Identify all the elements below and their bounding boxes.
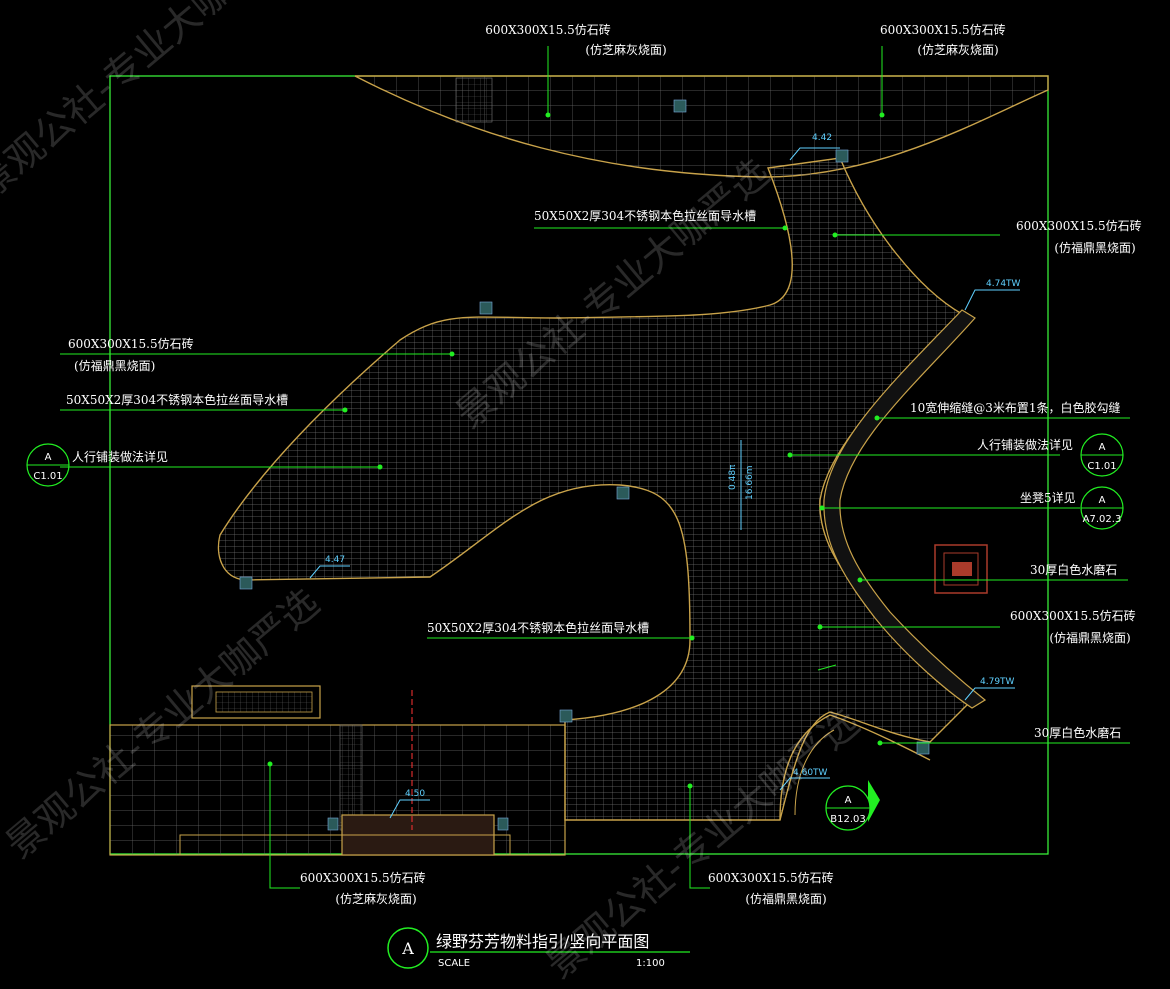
svg-text:景观公社-专业大咖严选: 景观公社-专业大咖严选 [0, 0, 297, 207]
callout-drain-top: 50X50X2厚304不锈钢本色拉丝面导水槽 [534, 208, 756, 223]
ref-bubble-paving-left[interactable]: A C1.01 [26, 443, 70, 487]
ref-bubble-paving-right[interactable]: A C1.01 [1080, 433, 1124, 477]
callout-drain-left: 50X50X2厚304不锈钢本色拉丝面导水槽 [66, 392, 288, 407]
callout-joint: 10宽伸缩缝@3米布置1条，白色胶勾缝 [910, 400, 1121, 415]
dimension-b: 16.66m [745, 465, 755, 500]
callout-upper-right-2: (仿福鼎黑烧面) [1054, 240, 1135, 255]
terrazzo-strip [823, 309, 987, 709]
callout-bottom-left-1: 600X300X15.5仿石砖 [300, 870, 426, 885]
callout-mid-right-1: 600X300X15.5仿石砖 [1010, 608, 1136, 623]
seat-symbol [934, 544, 988, 594]
dimension-a: 0.48π [728, 464, 738, 490]
top-paving-inlay [455, 77, 493, 123]
elev-474: 4.74TW [986, 279, 1021, 289]
drawing-title: 绿野芬芳物料指引/竖向平面图 [436, 932, 649, 951]
elev-479: 4.79TW [980, 677, 1015, 687]
scale-label: SCALE [438, 958, 470, 969]
bench-inner [215, 691, 313, 713]
callout-seat: 坐凳5详见 [1020, 490, 1076, 505]
seat-symbol-core [952, 562, 972, 576]
callout-bottom-right-2: (仿福鼎黑烧面) [745, 891, 826, 906]
callout-paving-right: 人行铺装做法详见 [977, 437, 1073, 452]
svg-text:A: A [1099, 495, 1106, 506]
svg-text:C1.01: C1.01 [33, 471, 62, 482]
svg-text:B12.03: B12.03 [830, 814, 866, 825]
lower-arc-inner [794, 729, 835, 816]
callout-top-right-2: (仿芝麻灰烧面) [917, 42, 998, 57]
callout-left-upper-1: 600X300X15.5仿石砖 [68, 336, 194, 351]
title-block-letter: A [401, 939, 414, 958]
svg-text:A: A [1099, 442, 1106, 453]
title-block: A 绿野芬芳物料指引/竖向平面图 SCALE 1:100 [387, 927, 690, 969]
svg-text:A: A [845, 795, 852, 806]
entrance-step [179, 834, 511, 856]
callout-bottom-left-2: (仿芝麻灰烧面) [335, 891, 416, 906]
scale-value: 1:100 [636, 958, 665, 969]
callout-drain-center: 50X50X2厚304不锈钢本色拉丝面导水槽 [427, 620, 649, 635]
callout-left-upper-2: (仿福鼎黑烧面) [74, 358, 155, 373]
callout-terrazzo-2: 30厚白色水磨石 [1034, 725, 1121, 740]
leader-dots [267, 112, 885, 789]
fixture-squares [239, 99, 930, 831]
svg-text:C1.01: C1.01 [1087, 461, 1116, 472]
bench-unit [191, 685, 321, 719]
main-paving-area [217, 157, 974, 821]
elev-450: 4.50 [405, 789, 425, 799]
elev-442: 4.42 [812, 133, 832, 143]
callout-top-right-1: 600X300X15.5仿石砖 [880, 22, 1006, 37]
svg-text:A: A [45, 452, 52, 463]
ref-bubble-seat[interactable]: A A7.02.3 [1080, 486, 1124, 530]
seat-symbol-inner [943, 552, 979, 586]
ref-bubble-section[interactable]: A B12.03 [817, 664, 880, 831]
elev-447: 4.47 [325, 555, 345, 565]
callout-top-left-2: (仿芝麻灰烧面) [585, 42, 666, 57]
callout-top-left-1: 600X300X15.5仿石砖 [485, 22, 611, 37]
svg-text:A7.02.3: A7.02.3 [1083, 514, 1122, 525]
callout-bottom-right-1: 600X300X15.5仿石砖 [708, 870, 834, 885]
elevation-marks [309, 147, 1020, 819]
callout-terrazzo-1: 30厚白色水磨石 [1030, 562, 1117, 577]
leader-lines [60, 46, 1130, 889]
callout-upper-right-1: 600X300X15.5仿石砖 [1016, 218, 1142, 233]
top-paving-band [354, 75, 1049, 178]
bottom-left-inlay [339, 724, 363, 831]
elev-460: 4.60TW [793, 768, 828, 778]
callout-mid-right-2: (仿福鼎黑烧面) [1049, 630, 1130, 645]
callout-paving-left: 人行铺装做法详见 [72, 449, 168, 464]
